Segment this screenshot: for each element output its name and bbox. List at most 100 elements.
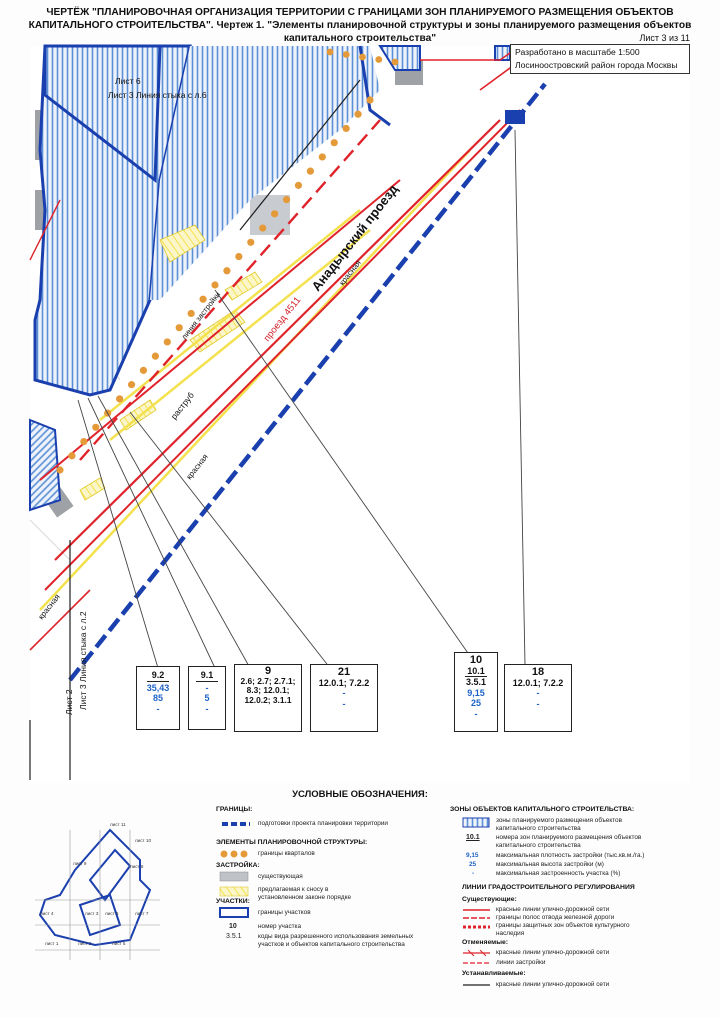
yellow-strips: [39, 149, 471, 611]
keymap-l7: лист 7: [135, 911, 149, 916]
zone-card-value: -: [156, 703, 160, 714]
legend-build-item2: предлагаемая к сносу в установленном зак…: [258, 886, 351, 901]
quarter-dot: [326, 48, 334, 56]
zone-card-value: -: [342, 688, 346, 698]
legend-plot-code-item: коды вида разрешенного использования зем…: [258, 933, 414, 948]
zone-card-value: 35,43: [146, 682, 170, 693]
zone-card-value: -: [342, 698, 346, 709]
label-sheet3-join6: Лист 3 Линия стыка с л.6: [108, 90, 207, 100]
legend-cancel-2: линии застройки: [496, 959, 546, 966]
legend-elements-item: границы кварталов: [258, 850, 315, 857]
zone-card-9: 9 2.6; 2.7; 2.7.1; 8.3; 12.0.1; 12.0.2; …: [234, 664, 302, 732]
legend-title: УСЛОВНЫЕ ОБОЗНАЧЕНИЯ:: [292, 789, 428, 800]
zone-card-value: -: [205, 703, 209, 714]
key-map: [35, 828, 160, 960]
zone-card-value: -: [536, 698, 540, 709]
zone-card-value: -: [474, 708, 478, 719]
marker: [505, 110, 525, 124]
quarter-dot: [199, 295, 207, 303]
quarter-dot: [80, 437, 88, 446]
zone-card-number: 9.2: [147, 670, 169, 682]
keymap-l4: лист 4: [40, 911, 54, 916]
legend-plot-num-item: номер участка: [258, 923, 302, 930]
quarter-dot: [235, 252, 243, 261]
zone-card-number: 21: [337, 666, 351, 678]
legend-zones-item2: номера зон планируемого размещения объек…: [496, 834, 642, 849]
legend-borders-item: подготовки проекта планировки территории: [258, 820, 389, 827]
label-sheet2: Лист 2: [64, 689, 74, 715]
zone-card-code: 12.0.1; 7.2.2: [512, 677, 564, 688]
keymap-l9: лист 9: [73, 861, 87, 866]
legend-borders-heading: ГРАНИЦЫ:: [216, 806, 253, 813]
zone-card-code: 3.5.1: [465, 677, 487, 687]
keymap-l3: лист 3: [85, 911, 99, 916]
legend-plot-num-label: 10: [229, 923, 237, 930]
legend-zones-v1: 9,15: [466, 852, 479, 859]
legend-zones-item3: максимальная плотность застройки (тыс.кв…: [496, 852, 645, 859]
keymap-l11: лист 11: [110, 822, 126, 827]
quarter-dot: [359, 53, 366, 61]
zone-card-code: 12.0.1; 7.2.2: [318, 677, 370, 688]
legend-zones-v2: 25: [469, 861, 477, 868]
blue-border-thin: [358, 45, 391, 127]
legend-zones-item1: зоны планируемого размещения объектов ка…: [496, 817, 622, 832]
quarter-dot: [375, 56, 383, 63]
capital-construction-zone: [29, 44, 511, 512]
quarter-dot: [330, 139, 338, 147]
planning-border: [68, 82, 547, 682]
quarter-dot: [306, 167, 314, 175]
quarter-dot: [139, 366, 148, 374]
label-sheet3-join2: Лист 3 Линия стыка с л.2: [78, 611, 88, 710]
legend-existing-2: границы полос отвода железной дороги: [496, 914, 615, 921]
zone-card-sub: 10.1: [465, 666, 487, 677]
drawing-title: ЧЕРТЁЖ "ПЛАНИРОВОЧНАЯ ОРГАНИЗАЦИЯ ТЕРРИТ…: [28, 7, 692, 44]
zone-card-number: 9: [264, 665, 272, 677]
legend-zones-item4: максимальная высота застройки (м): [496, 861, 604, 868]
quarter-dot: [342, 124, 350, 133]
stamp-district: Лосиноостровский район города Москвы: [515, 60, 678, 70]
quarter-dot: [354, 110, 362, 118]
legend-existing-3: границы защитных зон объектов культурног…: [496, 922, 630, 937]
quarter-dot: [56, 466, 64, 474]
zone-card-21: 21 12.0.1; 7.2.2 - -: [310, 664, 378, 732]
legend-plot-code-label: 3.5.1: [226, 933, 242, 940]
zone-card-value: 25: [470, 698, 481, 708]
zone-card-code: 2.6; 2.7; 2.7.1; 8.3; 12.0.1; 12.0.2; 3.…: [240, 675, 296, 705]
scale-stamp: Разработано в масштабе 1:500 Лосиноостро…: [510, 44, 690, 74]
legend-existing-1: красные линии улично-дорожной сети: [496, 906, 610, 913]
legend-zones-num: 10.1: [466, 834, 480, 841]
plot-borders: [29, 79, 361, 780]
quarter-dot: [175, 324, 183, 332]
stamp-scale: Разработано в масштабе 1:500: [515, 47, 640, 57]
quarter-border-dots: [56, 48, 399, 474]
legend-existing-heading: Существующие:: [462, 896, 517, 903]
zone-card-number: 18: [531, 666, 545, 678]
zone-card-10: 10 10.1 3.5.1 9,15 25 -: [454, 652, 498, 732]
legend-swatches: [219, 817, 490, 986]
legend-cancel-heading: Отменяемые:: [462, 939, 509, 946]
quarter-dot: [342, 51, 350, 58]
label-sheet6: Лист 6: [115, 76, 141, 86]
zone-card-value: 9,15: [467, 687, 485, 698]
legend-zones-v3: -: [472, 870, 475, 877]
legend-cancel-1: красные линии улично-дорожной сети: [496, 949, 610, 956]
zone-card-value: 5: [204, 693, 210, 703]
quarter-dot: [163, 338, 171, 346]
legend-zones-heading: ЗОНЫ ОБЪЕКТОВ КАПИТАЛЬНОГО СТРОИТЕЛЬСТВА…: [450, 806, 635, 813]
quarter-dot: [259, 224, 267, 232]
legend-set-heading: Устанавливаемые:: [462, 970, 526, 977]
zone-card-number: 9.1: [196, 670, 218, 682]
keymap-l8: лист 8: [130, 864, 144, 869]
quarter-dot: [391, 58, 399, 66]
quarter-dot: [318, 153, 326, 161]
legend-plots-heading: УЧАСТКИ:: [216, 898, 250, 905]
quarter-dot: [68, 452, 76, 460]
quarter-dot: [211, 281, 219, 289]
red-lines: [29, 45, 541, 651]
legend-regulation-heading: ЛИНИИ ГРАДОСТРОИТЕЛЬНОГО РЕГУЛИРОВАНИЯ: [462, 884, 635, 891]
keymap-l10: лист 10: [135, 838, 151, 843]
quarter-dot: [116, 395, 124, 403]
zone-card-value: 85: [152, 693, 163, 703]
